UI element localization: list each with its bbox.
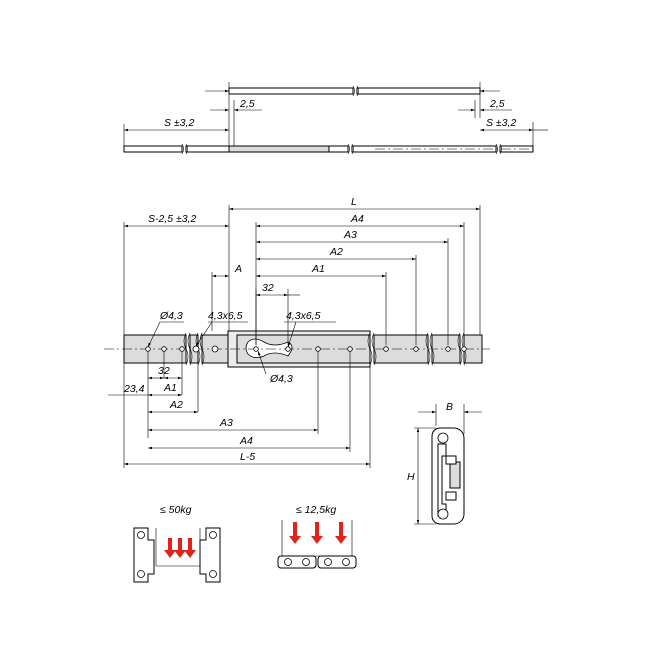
dim-A4-top-label: A4 <box>350 213 364 225</box>
flat-load-icon: ≤ 12,5kg <box>277 504 357 569</box>
hole-dia-left-label: Ø4,3 <box>159 310 183 322</box>
main-view: L A4 S-2,5 ±3,2 A3 A2 A1 A 32 Ø4,3 4,3x6… <box>104 196 490 468</box>
dim-32-bottom-label: 32 <box>158 365 170 377</box>
dim-A3-bottom-label: A3 <box>219 417 233 429</box>
dim-A2-bottom-label: A2 <box>169 399 183 411</box>
dim-stroke-label: S-2,5 ±3,2 <box>148 213 197 225</box>
side-load-icon: ≤ 50kg <box>133 504 221 583</box>
dim-A4-bottom-label: A4 <box>239 435 253 447</box>
top-left-stroke-label: S ±3,2 <box>164 117 194 129</box>
side-load-label: ≤ 50kg <box>160 504 192 516</box>
dim-B-label: B <box>446 401 453 413</box>
dim-H-label: H <box>407 471 415 483</box>
top-view-retracted-rail <box>123 143 534 155</box>
hole-dia-bottom-label: Ø4,3 <box>269 373 293 385</box>
dim-A2-top-label: A2 <box>329 246 343 258</box>
dim-L-label: L <box>351 196 357 208</box>
section-view: B H <box>407 401 482 525</box>
dim-32-top-label: 32 <box>262 282 274 294</box>
dim-A-label: A <box>234 263 242 275</box>
dim-A1-bottom-label: A1 <box>163 382 177 394</box>
dim-L-minus-5-label: L-5 <box>240 451 255 463</box>
top-view: 2,5 S ±3,2 2,5 S ±3,2 <box>123 82 548 155</box>
dim-A1-top-label: A1 <box>311 263 325 275</box>
dim-23-4-label: 23,4 <box>123 383 145 395</box>
top-right-offset-label: 2,5 <box>489 98 505 110</box>
slot-right-label: 4,3x6,5 <box>286 310 321 322</box>
dim-A3-top-label: A3 <box>343 229 357 241</box>
slot-left-label: 4,3x6,5 <box>208 310 243 322</box>
top-view-extended-rail <box>228 85 481 97</box>
top-right-stroke-label: S ±3,2 <box>486 117 516 129</box>
access-slot <box>245 338 293 358</box>
top-left-offset-label: 2,5 <box>239 98 255 110</box>
flat-load-label: ≤ 12,5kg <box>296 504 336 516</box>
